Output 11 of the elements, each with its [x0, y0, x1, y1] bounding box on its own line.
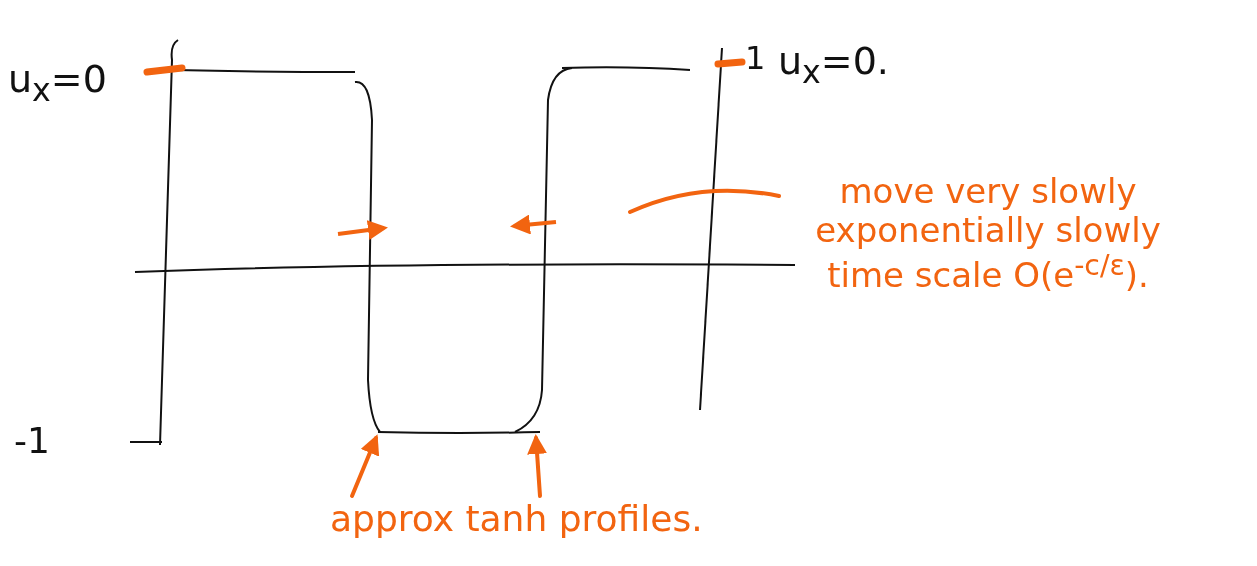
annotation-text: approx tanh profiles.	[330, 498, 703, 540]
boundary-condition: u$_{x}$=0.	[778, 40, 889, 90]
boundary-condition: u$_{x}$=0	[8, 58, 107, 108]
level-value: 1	[745, 40, 766, 77]
leader-arrow	[350, 434, 380, 498]
leader-line	[628, 188, 781, 214]
level-value: -1	[14, 420, 50, 462]
interface-curve	[514, 67, 573, 433]
leader-arrow	[527, 434, 548, 498]
annotation-text: move very slowly exponentially slowly time scale O(e$^{-c/ε}$).	[778, 172, 1198, 296]
interface-curve	[354, 80, 381, 433]
